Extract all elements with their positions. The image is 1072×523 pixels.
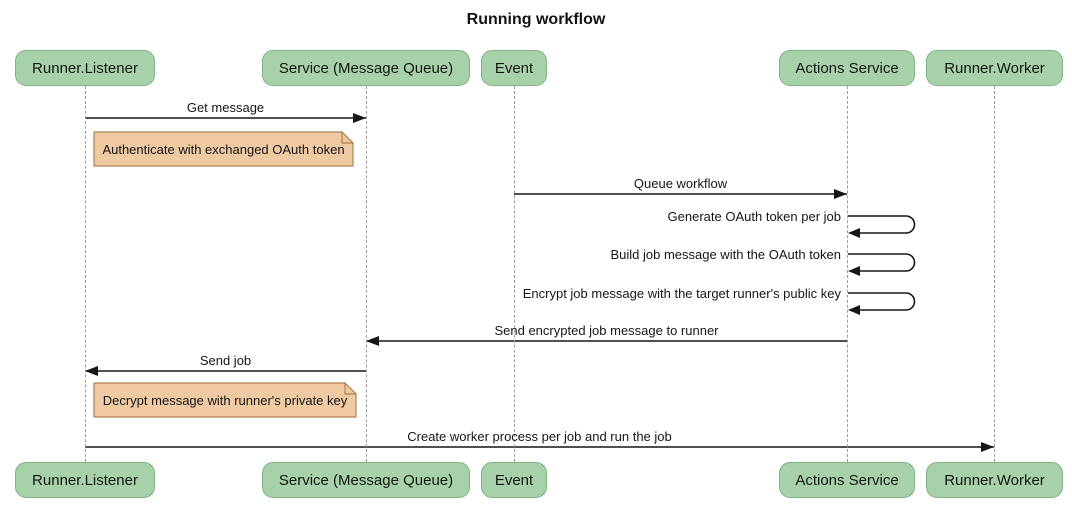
actor-top-service-message-queue: Service (Message Queue) bbox=[262, 50, 470, 86]
lifeline-event bbox=[514, 86, 515, 462]
self-message-loop bbox=[848, 292, 916, 311]
note-label: Decrypt message with runner's private ke… bbox=[102, 392, 348, 408]
arrowhead-icon bbox=[85, 366, 98, 376]
arrowhead-icon bbox=[353, 113, 366, 123]
actor-label: Event bbox=[494, 59, 534, 77]
message-label: Send encrypted job message to runner bbox=[494, 323, 719, 338]
actor-top-actions-service: Actions Service bbox=[779, 50, 915, 86]
actor-top-runner-worker: Runner.Worker bbox=[926, 50, 1063, 86]
message-label: Send job bbox=[199, 353, 252, 368]
actor-label: Actions Service bbox=[795, 471, 899, 489]
message-label: Queue workflow bbox=[633, 176, 728, 191]
message-label: Generate OAuth token per job bbox=[667, 209, 841, 224]
actor-label: Service (Message Queue) bbox=[278, 471, 454, 489]
actor-bottom-runner-listener: Runner.Listener bbox=[15, 462, 155, 498]
arrowhead-icon bbox=[848, 305, 860, 315]
actor-bottom-event: Event bbox=[481, 462, 547, 498]
arrowhead-icon bbox=[848, 266, 860, 276]
actor-bottom-actions-service: Actions Service bbox=[779, 462, 915, 498]
actor-bottom-runner-worker: Runner.Worker bbox=[926, 462, 1063, 498]
message-label: Build job message with the OAuth token bbox=[610, 247, 841, 262]
actor-label: Service (Message Queue) bbox=[278, 59, 454, 77]
actor-label: Event bbox=[494, 471, 534, 489]
self-message-loop bbox=[848, 215, 916, 234]
actor-top-event: Event bbox=[481, 50, 547, 86]
arrowhead-icon bbox=[848, 228, 860, 238]
lifeline-runner-listener bbox=[85, 86, 86, 462]
self-message-loop bbox=[848, 253, 916, 272]
lifeline-service-message-queue bbox=[366, 86, 367, 462]
actor-label: Actions Service bbox=[795, 59, 899, 77]
actor-label: Runner.Listener bbox=[32, 59, 138, 77]
diagram-title: Running workflow bbox=[466, 11, 606, 28]
actor-label: Runner.Listener bbox=[32, 471, 138, 489]
lifeline-runner-worker bbox=[994, 86, 995, 462]
lifeline-actions-service bbox=[847, 86, 848, 462]
message-label: Create worker process per job and run th… bbox=[407, 429, 672, 444]
arrowhead-icon bbox=[366, 336, 379, 346]
actor-label: Runner.Worker bbox=[944, 59, 1045, 77]
actor-top-runner-listener: Runner.Listener bbox=[15, 50, 155, 86]
message-label: Get message bbox=[186, 100, 265, 115]
message-label: Encrypt job message with the target runn… bbox=[522, 286, 841, 301]
arrowhead-icon bbox=[981, 442, 994, 452]
actor-label: Runner.Worker bbox=[944, 471, 1045, 489]
arrowhead-icon bbox=[834, 189, 847, 199]
note-label: Authenticate with exchanged OAuth token bbox=[102, 141, 345, 157]
actor-bottom-service-message-queue: Service (Message Queue) bbox=[262, 462, 470, 498]
